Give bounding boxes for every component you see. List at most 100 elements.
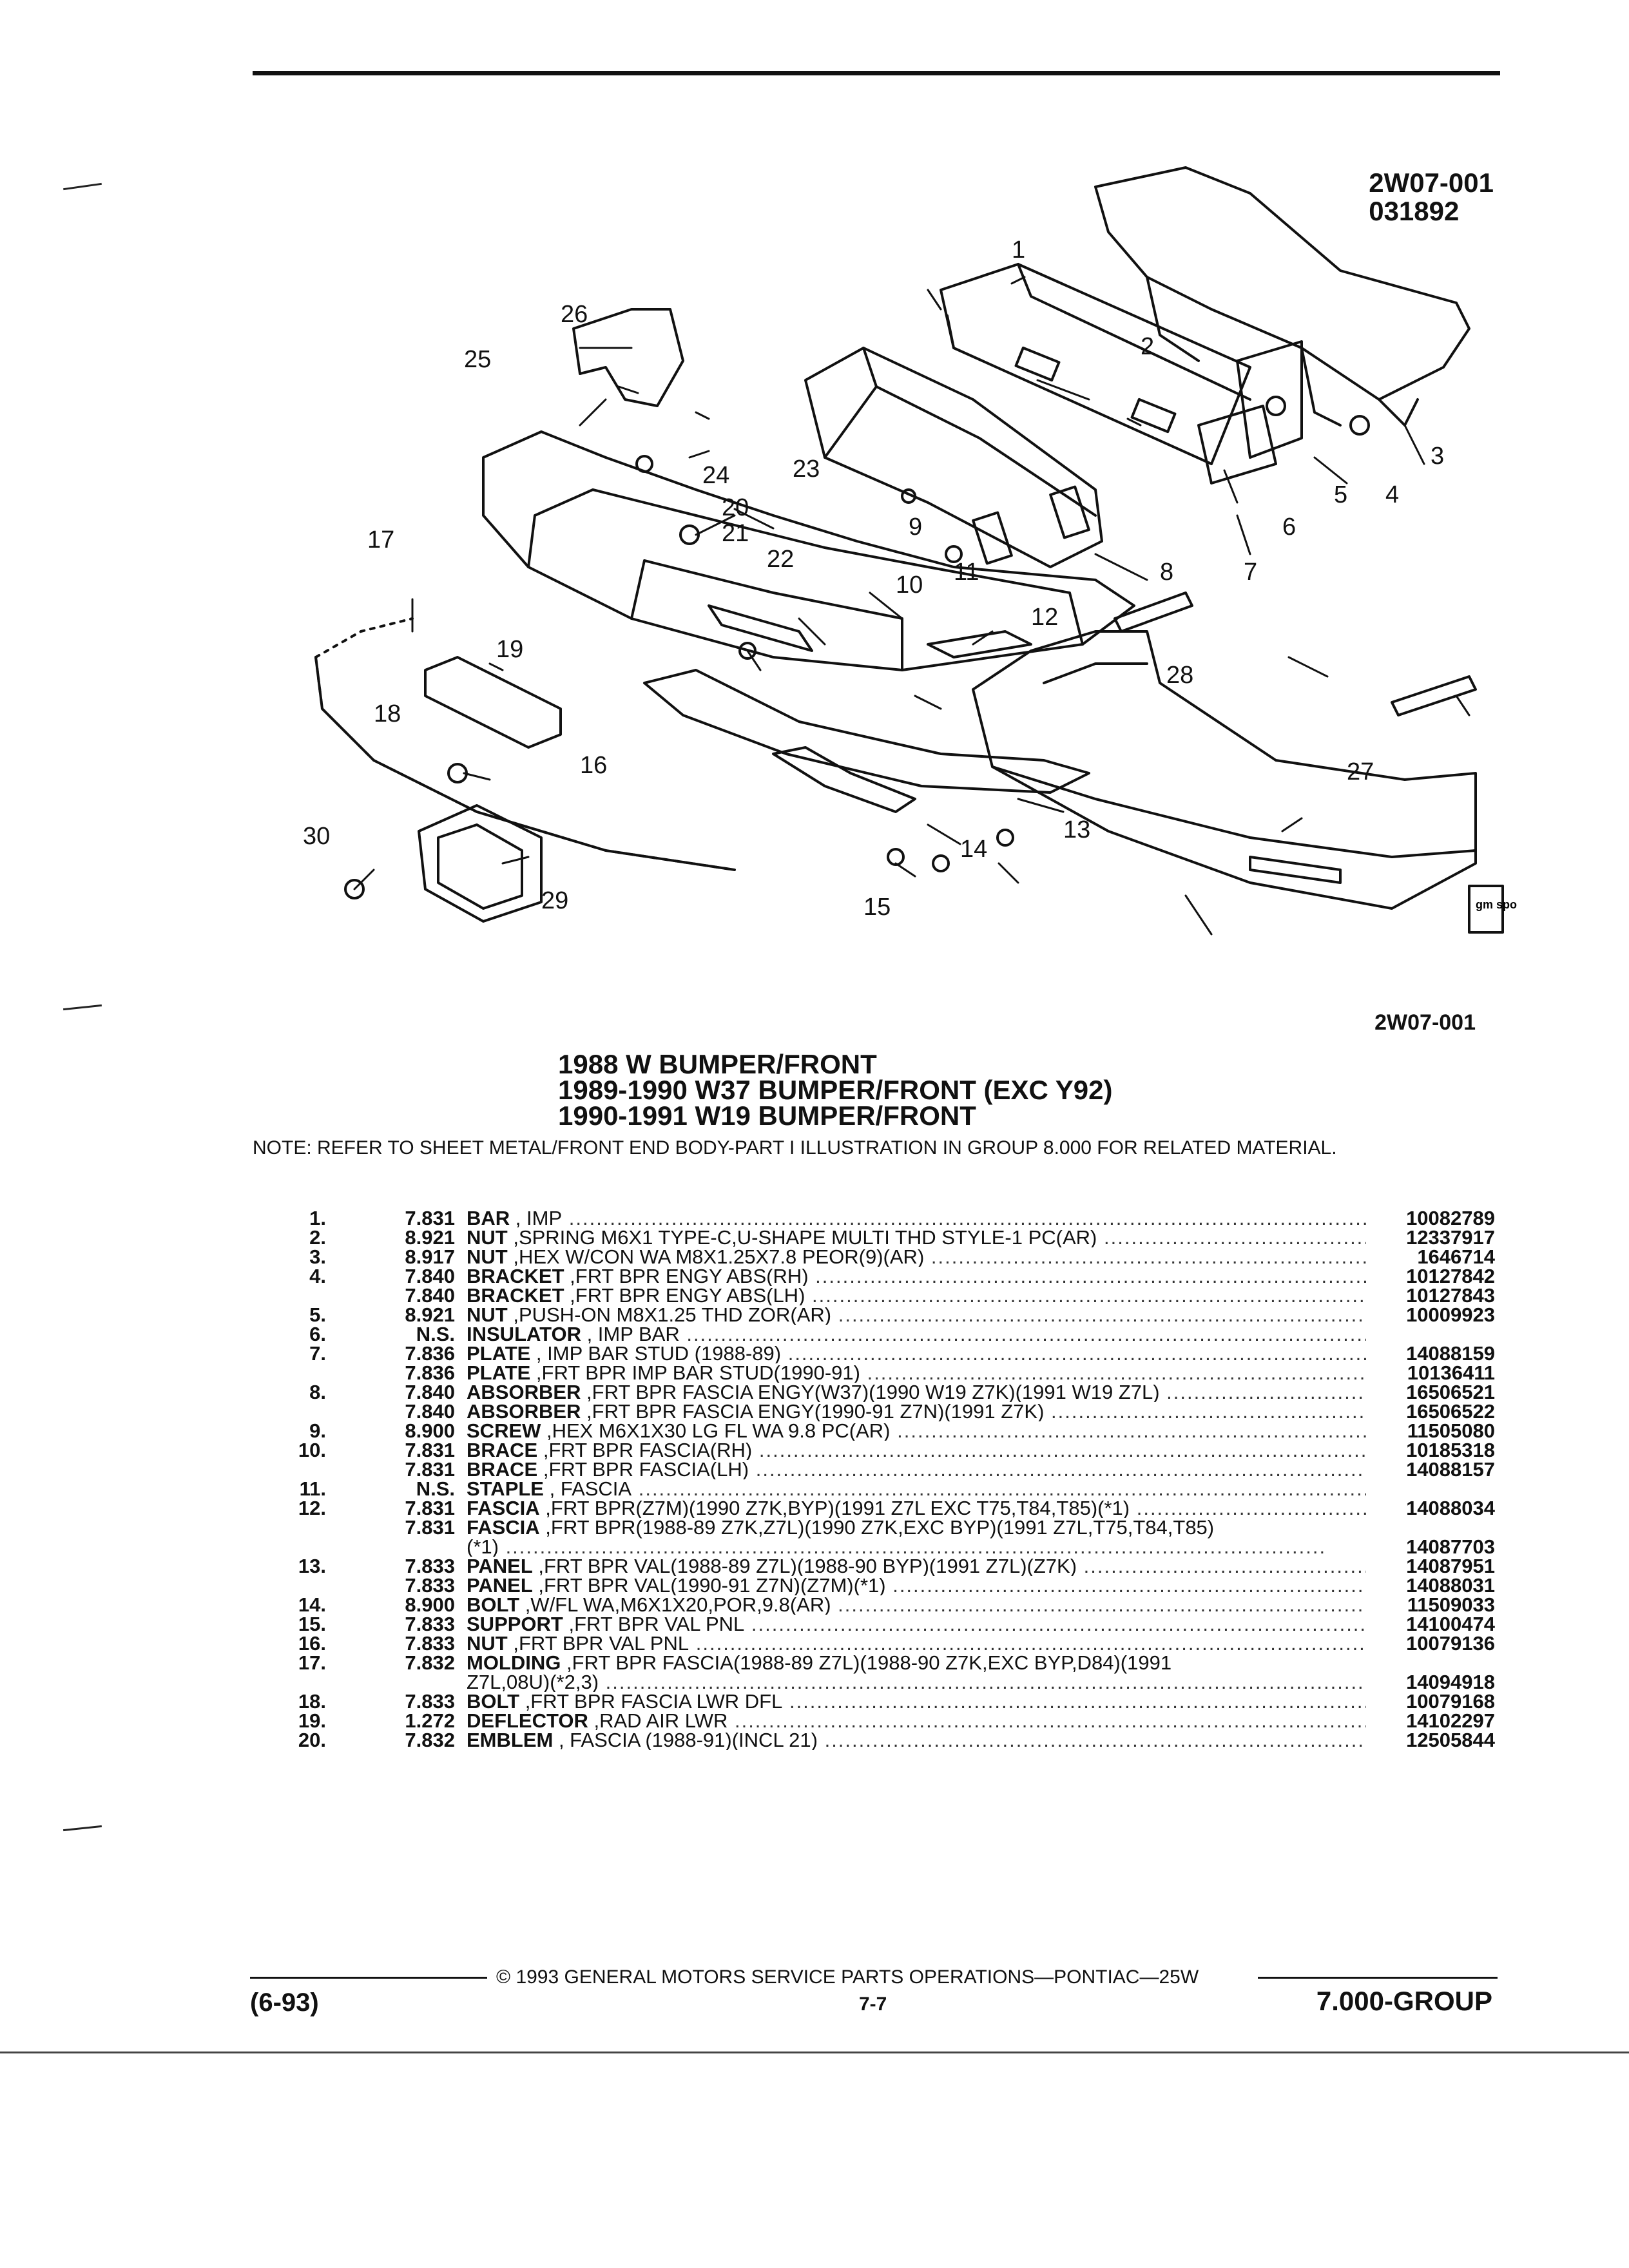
part-name: BRACKET [467,1267,564,1286]
part-description: PLATE , IMP BAR STUD (1988-89) .........… [467,1344,1366,1363]
group-number: 7.832 [405,1729,455,1751]
part-name: SUPPORT [467,1615,563,1634]
copyright-text: © 1993 GENERAL MOTORS SERVICE PARTS OPER… [496,1966,1199,1988]
bottom-rule [0,2052,1629,2053]
part-number: 1646714 [1417,1245,1495,1268]
part-name: STAPLE [467,1479,544,1499]
callout-label: 29 [541,887,568,914]
group-number: 8.900 [405,1593,455,1616]
part-number: 10082789 [1406,1207,1495,1229]
item-number: 3. [309,1245,326,1268]
margin-mark [63,182,102,191]
part-detail: ,FRT BPR FASCIA ENGY(1990-91 Z7N)(1991 Z… [581,1402,1045,1421]
pad-28 [1113,591,1193,633]
part-number [1366,1479,1495,1499]
leader-dots: ........................................… [897,1421,1366,1441]
item-number [271,1363,326,1383]
part-detail: ,FRT BPR VAL(1988-89 Z7L)(1988-90 BYP)(1… [532,1557,1077,1576]
callout-label: 2 [1141,333,1154,360]
callout-label: 28 [1166,662,1193,689]
part-detail: ,FRT BPR VAL PNL [563,1615,745,1634]
part-detail: ,FRT BPR(Z7M)(1990 Z7K,BYP)(1991 Z7L EXC… [539,1499,1130,1518]
part-detail: ,FRT BPR FASCIA LWR DFL [519,1692,783,1711]
part-detail: , FASCIA [544,1479,632,1499]
group-number: 7.836 [405,1342,455,1365]
part-detail: ,FRT BPR VAL(1990-91 Z7N)(Z7M)(*1) [532,1576,886,1595]
part-description: BRACKET ,FRT BPR ENGY ABS(LH) ..........… [467,1286,1366,1305]
part-description: NUT ,SPRING M6X1 TYPE-C,U-SHAPE MULTI TH… [467,1228,1366,1247]
part-description: EMBLEM , FASCIA (1988-91)(INCL 21) .....… [467,1731,1366,1750]
group-number: 7.840 [405,1265,455,1287]
impact-bar [940,263,1251,465]
leader-dots: ........................................… [1104,1228,1366,1247]
item-number: 6. [309,1323,326,1345]
part-name: PANEL [467,1557,533,1576]
callout-label: 20 [722,494,749,521]
item-number [271,1518,326,1557]
callout-label: 17 [367,526,394,553]
part-number: 16506521 [1406,1381,1495,1403]
gm-spo-logo: gm spo [1476,898,1517,911]
leader-dots: ........................................… [599,1671,1366,1692]
part-number [1366,1325,1495,1344]
part-name: BAR [467,1209,510,1228]
item-number [271,1402,326,1421]
group-number: 7.840 [405,1381,455,1403]
group-number: 7.840 [405,1284,455,1307]
group-number: 7.831 [405,1458,455,1481]
part-description: SCREW ,HEX M6X1X30 LG FL WA 9.8 PC(AR) .… [467,1421,1366,1441]
bumper-exploded-diagram: 1 2 3 4 5 6 7 8 9 10 11 12 13 14 15 16 1… [303,166,1517,936]
parts-row: 20. 7.832 EMBLEM , FASCIA (1988-91)(INCL 2… [271,1729,1495,1751]
part-description: SUPPORT ,FRT BPR VAL PNL ...............… [467,1615,1366,1634]
part-number: 14094918 [1406,1671,1495,1693]
part-number: 14088031 [1406,1574,1495,1597]
part-name: NUT [467,1305,508,1325]
part-detail: ,FRT BPR(1988-89 Z7K,Z7L)(1990 Z7K,EXC B… [539,1518,1215,1539]
callout-label: 18 [374,700,401,727]
part-number: 14087951 [1406,1555,1495,1577]
part-name: BOLT [467,1692,520,1711]
group-number: 8.917 [405,1245,455,1268]
part-description: PANEL ,FRT BPR VAL(1990-91 Z7N)(Z7M)(*1)… [467,1576,1366,1595]
part-detail: , IMP BAR STUD (1988-89) [530,1344,782,1363]
footer-rule-right [1258,1977,1498,1979]
group-number: 7.831 [405,1439,455,1461]
part-number: 11505080 [1407,1419,1495,1442]
callout-label: 26 [561,301,588,328]
part-detail: ,FRT BPR FASCIA ENGY(W37)(1990 W19 Z7K)(… [581,1383,1160,1402]
part-number: 10185318 [1406,1439,1495,1461]
part-number: 14088034 [1406,1497,1495,1519]
top-rule [253,71,1500,75]
leader-dots: ........................................… [1083,1557,1366,1576]
part-number: 14102297 [1406,1709,1495,1732]
callout-label: 9 [909,514,922,541]
group-number: 7.840 [405,1400,455,1423]
item-number [271,1286,326,1305]
leader-dots: ........................................… [751,1615,1366,1634]
part-detail: ,FRT BPR ENGY ABS(RH) [564,1267,809,1286]
part-name: BRACE [467,1460,538,1479]
item-number: 19. [298,1709,326,1732]
item-number: 20. [298,1729,326,1751]
part-name: ABSORBER [467,1402,581,1421]
part-name: DEFLECTOR [467,1711,588,1731]
group-number: 7.833 [405,1574,455,1597]
gm-spo-logo-box [1468,885,1504,934]
callout-label: 19 [496,636,523,663]
group-number: 7.833 [405,1555,455,1577]
part-name: NUT [467,1228,508,1247]
group-number: N.S. [416,1477,455,1500]
part-detail-continued: (*1) [467,1535,499,1557]
part-detail: , FASCIA (1988-91)(INCL 21) [553,1731,818,1750]
part-name: PLATE [467,1344,531,1363]
illustration-date: 031892 [1369,196,1460,226]
